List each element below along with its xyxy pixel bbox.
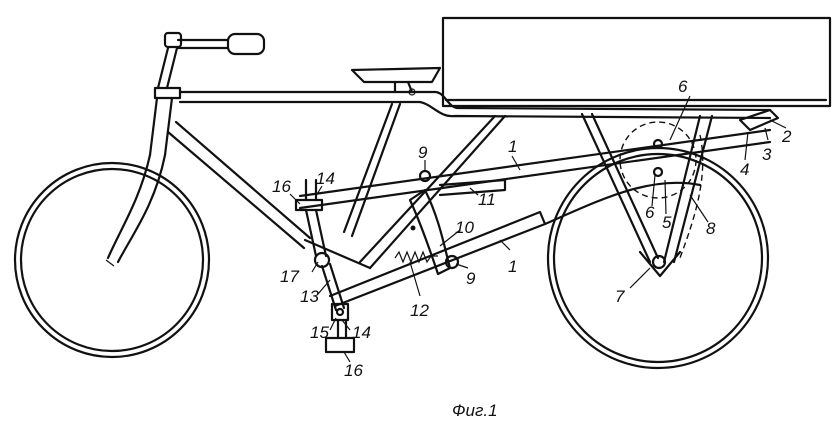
label-4: 4 bbox=[740, 160, 749, 179]
label-7: 7 bbox=[615, 287, 625, 306]
handlebar-and-fork bbox=[105, 31, 266, 267]
rear-sprocket bbox=[619, 121, 704, 259]
label-13: 13 bbox=[300, 287, 319, 306]
label-17: 17 bbox=[280, 267, 299, 286]
cargo-box bbox=[441, 16, 832, 108]
label-10: 10 bbox=[455, 218, 474, 237]
leader-lines bbox=[289, 95, 787, 363]
label-14-bottom: 14 bbox=[352, 323, 371, 342]
spring bbox=[394, 250, 438, 264]
label-8: 8 bbox=[706, 219, 716, 238]
label-14-top: 14 bbox=[316, 169, 335, 188]
label-15: 15 bbox=[310, 323, 329, 342]
label-2: 2 bbox=[781, 127, 792, 146]
reference-labels: 1 1 2 3 4 5 6 6 7 8 9 9 10 11 12 13 14 1… bbox=[272, 77, 792, 380]
label-11: 11 bbox=[478, 190, 496, 209]
label-6-bottom: 6 bbox=[645, 203, 655, 222]
rear-support bbox=[580, 108, 780, 278]
label-6-top: 6 bbox=[678, 77, 688, 96]
label-5: 5 bbox=[662, 213, 672, 232]
label-1-lower: 1 bbox=[508, 257, 517, 276]
label-3: 3 bbox=[762, 145, 772, 164]
label-16-top: 16 bbox=[272, 177, 291, 196]
label-9-upper: 9 bbox=[418, 143, 428, 162]
label-9-lower: 9 bbox=[466, 269, 476, 288]
front-wheel bbox=[13, 161, 211, 359]
pedal-crank bbox=[294, 178, 356, 354]
label-16-bottom: 16 bbox=[344, 361, 363, 380]
label-1-upper: 1 bbox=[508, 137, 517, 156]
main-frame bbox=[166, 90, 772, 270]
lever-lower bbox=[328, 181, 702, 308]
figure-caption: Фиг.1 bbox=[452, 401, 498, 420]
lever-upper bbox=[298, 128, 772, 210]
label-12: 12 bbox=[410, 301, 429, 320]
seat bbox=[350, 66, 442, 96]
curved-bracket bbox=[408, 188, 452, 276]
